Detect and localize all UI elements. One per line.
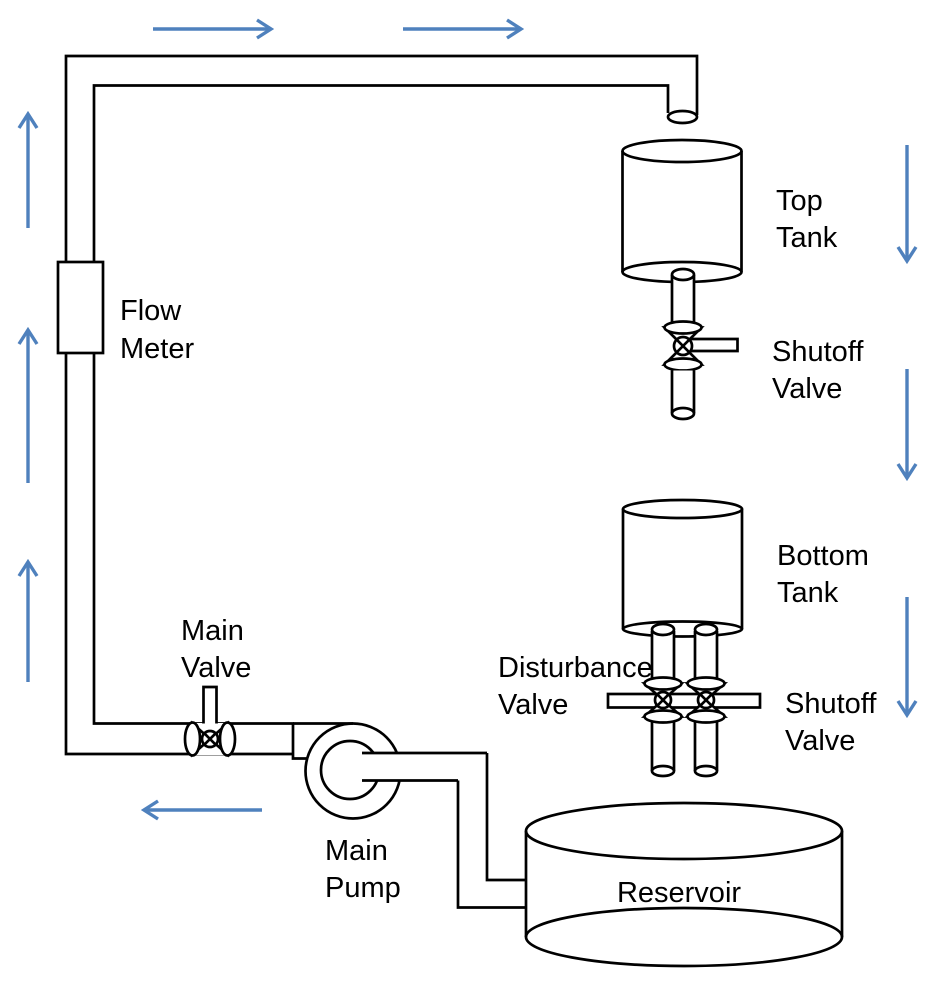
flow-meter-label: Meter <box>120 333 194 365</box>
main-pump <box>291 722 526 909</box>
valve-x-icon <box>203 732 217 746</box>
shutoff-valve-bottom-label: Shutoff <box>785 688 877 720</box>
pipe-outer-wall <box>64 54 699 756</box>
main-loop-pipe <box>64 54 699 756</box>
main-pump-label: Main <box>325 835 388 867</box>
pipe-inner-wall <box>92 84 670 725</box>
valve-handle-bar <box>606 692 762 709</box>
main-valve-label: Main <box>181 615 244 647</box>
top-tank-label: Tank <box>776 222 838 254</box>
disturbance-valve <box>640 676 686 724</box>
disturbance-valve-label: Disturbance <box>498 652 653 684</box>
top-tank-label: Top <box>776 185 823 217</box>
valve-discharge-pipes <box>650 722 719 778</box>
pump-inlet-casing <box>291 722 353 760</box>
valve-stem <box>202 685 218 724</box>
flow-meter <box>56 260 105 355</box>
shutoff-valve-bottom <box>683 676 729 724</box>
main-pump-label: Pump <box>325 872 401 904</box>
bottom-tank-outlet-pipes <box>650 622 719 684</box>
reservoir <box>524 801 844 968</box>
valve-x-icon <box>699 693 713 707</box>
diagram-labels: Flow Meter Top Tank Shutoff Valve Bottom… <box>120 185 877 909</box>
valve-handle <box>691 337 739 353</box>
reservoir-label: Reservoir <box>617 877 741 909</box>
flow-meter-label: Flow <box>120 295 182 327</box>
shutoff-valve-top-label: Shutoff <box>772 336 864 368</box>
shutoff-valve-top-label: Valve <box>772 373 842 405</box>
top-tank <box>621 138 743 284</box>
valve-x-icon <box>656 693 670 707</box>
bottom-tank <box>621 498 744 638</box>
diagram-linework <box>56 54 844 968</box>
valve-x-icon <box>675 338 691 354</box>
bottom-tank-label: Bottom <box>777 540 869 572</box>
bottom-tank-label: Tank <box>777 577 839 609</box>
shutoff-valve-bottom-label: Valve <box>785 725 855 757</box>
pump-suction-pipe <box>362 751 526 909</box>
main-valve <box>183 685 237 758</box>
main-valve-label: Valve <box>181 652 251 684</box>
flow-arrows <box>28 29 907 810</box>
pipe-outlet-mouth <box>666 109 699 125</box>
shutoff-valve-top <box>661 267 739 421</box>
disturbance-valve-label: Valve <box>498 689 568 721</box>
